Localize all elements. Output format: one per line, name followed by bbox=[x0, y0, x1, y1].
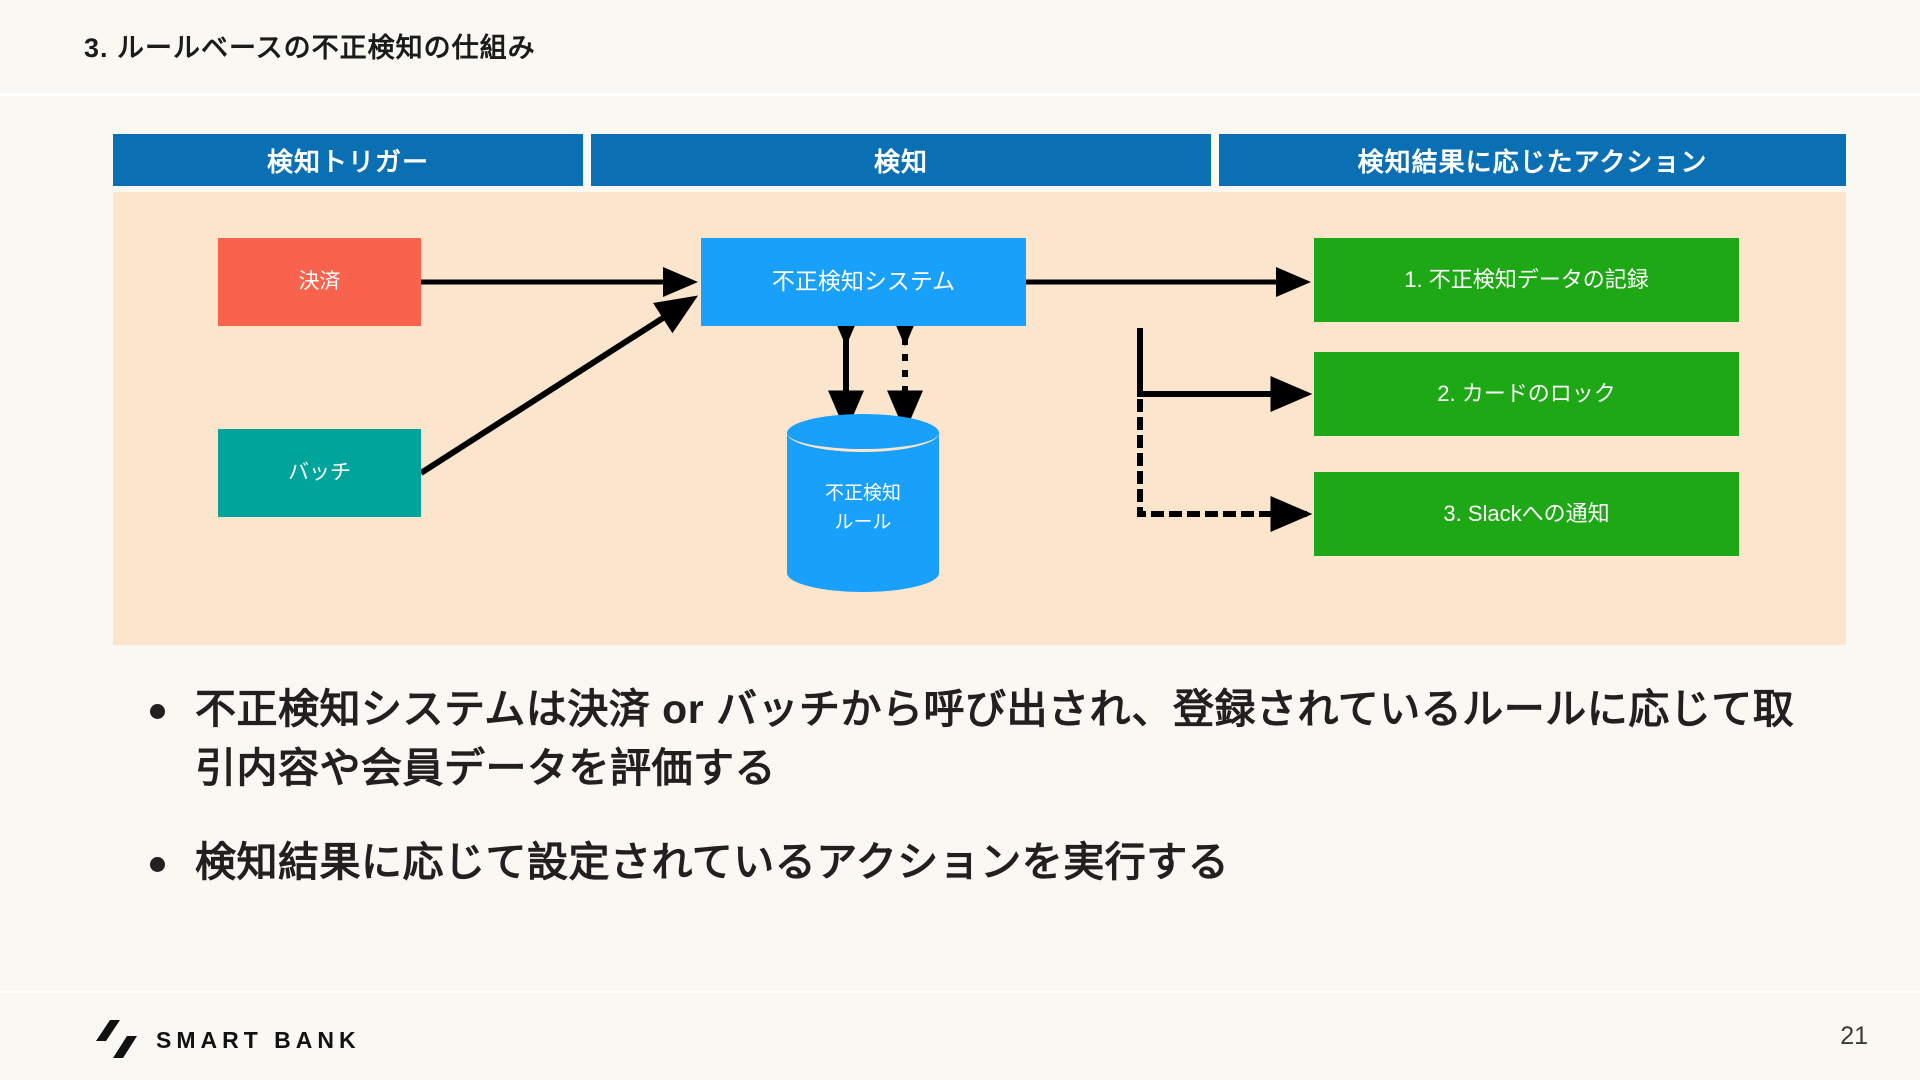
column-header-trigger: 検知トリガー bbox=[113, 134, 583, 186]
database-label: 不正検知 ルール bbox=[787, 480, 939, 537]
node-payment-trigger: 決済 bbox=[218, 238, 421, 326]
node-fraud-detection-system: 不正検知システム bbox=[701, 238, 1026, 326]
database-cylinder-body bbox=[787, 432, 939, 574]
bullet-dot-icon bbox=[150, 704, 165, 719]
page-number: 21 bbox=[1840, 1022, 1868, 1050]
bullet-list: 不正検知システムは決済 or バッチから呼び出され、登録されているルールに応じて… bbox=[150, 680, 1810, 926]
smartbank-logo-icon bbox=[96, 1020, 137, 1058]
node-action-record-data: 1. 不正検知データの記録 bbox=[1314, 238, 1739, 322]
node-batch-trigger: バッチ bbox=[218, 429, 421, 517]
page-title: 3. ルールベースの不正検知の仕組み bbox=[84, 33, 536, 63]
database-cylinder-bottom bbox=[787, 554, 939, 592]
brand-name: SMART BANK bbox=[156, 1026, 361, 1053]
list-item: 検知結果に応じて設定されているアクションを実行する bbox=[150, 833, 1810, 892]
database-label-line1: 不正検知 bbox=[824, 483, 901, 504]
diagram-canvas: 決済 バッチ 不正検知システム 不正検知 ルール 1. 不正検知データの記録 2… bbox=[113, 192, 1846, 645]
bullet-text: 不正検知システムは決済 or バッチから呼び出され、登録されているルールに応じて… bbox=[195, 686, 1795, 792]
title-divider bbox=[0, 93, 1920, 96]
node-rules-database: 不正検知 ルール bbox=[787, 414, 939, 592]
database-cylinder-top bbox=[787, 414, 939, 452]
brand-logo: SMART BANK bbox=[96, 1020, 361, 1060]
process-diagram: 検知トリガー 検知 検知結果に応じたアクション bbox=[113, 134, 1846, 645]
bullet-text: 検知結果に応じて設定されているアクションを実行する bbox=[195, 838, 1230, 885]
footer-divider bbox=[0, 990, 1920, 993]
list-item: 不正検知システムは決済 or バッチから呼び出され、登録されているルールに応じて… bbox=[150, 680, 1810, 799]
node-action-notify-slack: 3. Slackへの通知 bbox=[1314, 472, 1739, 556]
bullet-dot-icon bbox=[150, 856, 165, 872]
node-action-lock-card: 2. カードのロック bbox=[1314, 352, 1739, 436]
database-label-line2: ルール bbox=[834, 511, 892, 533]
column-header-detection: 検知 bbox=[591, 134, 1211, 186]
diagram-arrows bbox=[419, 267, 1313, 532]
column-header-action: 検知結果に応じたアクション bbox=[1219, 134, 1846, 186]
